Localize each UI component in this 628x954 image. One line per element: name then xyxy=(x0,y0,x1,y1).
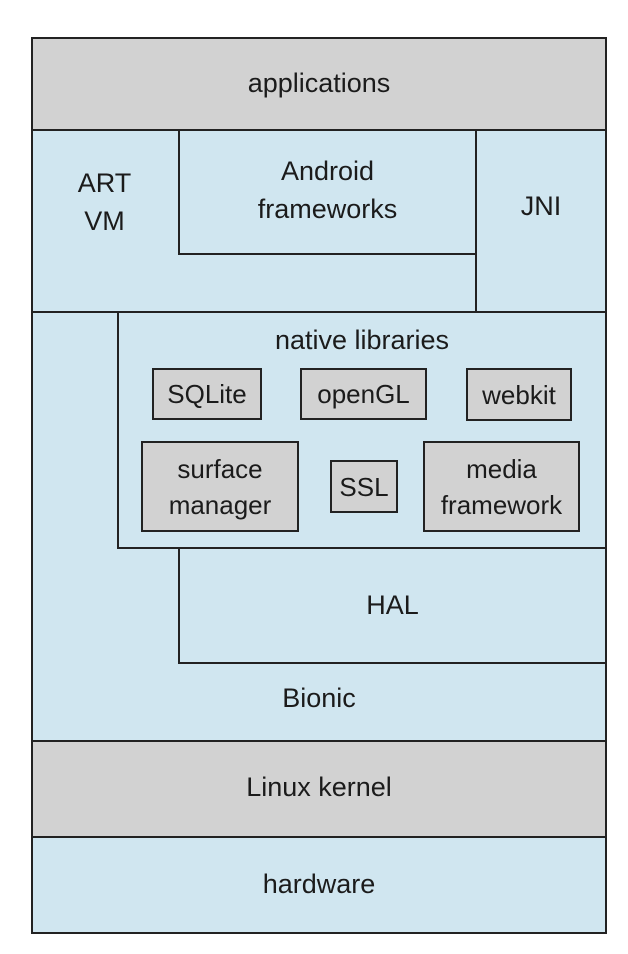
opengl-label: openGL xyxy=(317,379,410,409)
ssl-label: SSL xyxy=(339,471,389,502)
sqlite-label: SQLite xyxy=(167,379,247,409)
hardware-label: hardware xyxy=(262,869,376,899)
bionic-label: Bionic xyxy=(282,683,356,713)
media-framework-label: media framework xyxy=(440,453,563,520)
surface-manager-library: surface manager xyxy=(141,441,299,532)
opengl-library: openGL xyxy=(300,368,427,420)
sqlite-library: SQLite xyxy=(152,368,262,420)
applications-label: applications xyxy=(247,68,391,98)
webkit-library: webkit xyxy=(466,368,572,421)
linux-kernel-layer xyxy=(31,740,607,838)
hardware-layer xyxy=(31,836,607,934)
native-libraries-label: native libraries xyxy=(274,325,450,355)
linux-kernel-label: Linux kernel xyxy=(246,772,392,802)
hal-label: HAL xyxy=(366,590,419,620)
jni-label: JNI xyxy=(520,191,562,221)
surface-manager-label: surface manager xyxy=(168,453,272,520)
android-frameworks-box xyxy=(178,129,477,255)
applications-layer xyxy=(31,37,607,131)
webkit-label: webkit xyxy=(482,379,556,410)
art-vm-label: ART VM xyxy=(77,168,132,236)
hal-box xyxy=(178,546,607,664)
ssl-library: SSL xyxy=(330,460,398,513)
jni-box xyxy=(475,129,607,313)
media-framework-library: media framework xyxy=(423,441,580,532)
android-frameworks-label: Android frameworks xyxy=(257,156,398,224)
